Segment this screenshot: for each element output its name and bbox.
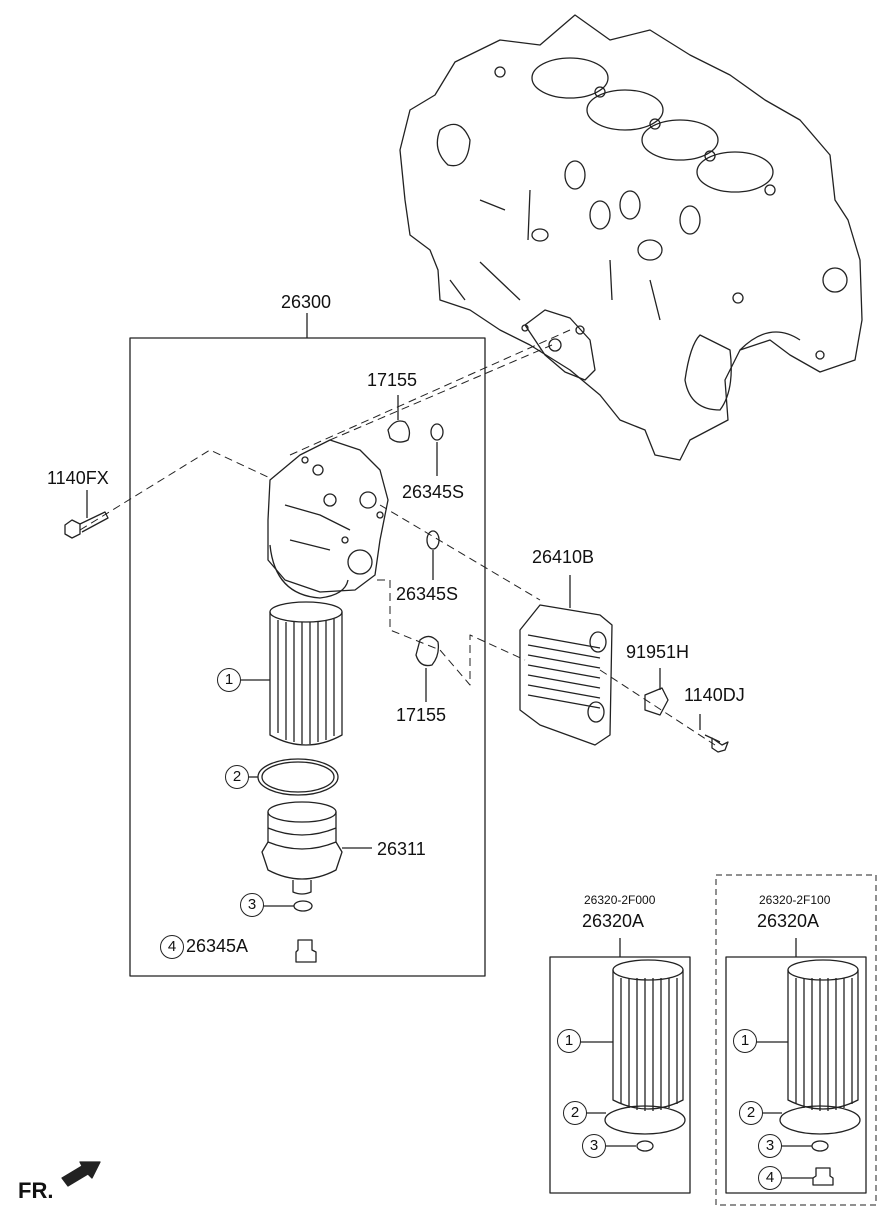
filter-oring (257, 758, 339, 796)
label-oring-top: 17155 (367, 370, 418, 390)
callout-1: 1 (217, 668, 241, 692)
kit1-filter (580, 959, 686, 1152)
kit2-code: 26320-2F100 (759, 893, 831, 907)
label-bolt-right: 1140DJ (684, 685, 745, 705)
label-cooler: 26410B (532, 547, 595, 567)
front-marker: FR. (18, 1178, 54, 1203)
label-bolt-left: 1140FX (47, 468, 109, 488)
engine-block (399, 14, 863, 461)
kit1-part: 26320A (582, 911, 645, 931)
label-cap: 26311 (377, 839, 426, 859)
bolt-left (64, 490, 109, 539)
kit2-callout-3: 3 (758, 1134, 782, 1158)
filter-cap (261, 801, 372, 895)
oil-filter (241, 601, 343, 746)
label-assembly: 26300 (281, 292, 332, 312)
kit1-callout-1: 1 (557, 1029, 581, 1053)
drain-plug (295, 939, 317, 963)
label-seal-top: 26345S (402, 482, 465, 502)
kit1-callout-2: 2 (563, 1101, 587, 1125)
label-oring-bottom: 17155 (396, 705, 447, 725)
callout-4: 4 (160, 935, 184, 959)
callout-2: 2 (225, 765, 249, 789)
kit1-callout-3: 3 (582, 1134, 606, 1158)
front-arrow-icon (61, 1161, 101, 1187)
label-plug: 26345A (186, 936, 249, 956)
label-bracket: 91951H (626, 642, 690, 662)
kit1-code: 26320-2F000 (584, 893, 656, 907)
callout-3: 3 (240, 893, 264, 917)
kit2-callout-2: 2 (739, 1101, 763, 1125)
oring-top (387, 420, 411, 443)
oil-cooler (519, 575, 613, 746)
kit2-callout-4: 4 (758, 1166, 782, 1190)
kit2-callout-1: 1 (733, 1029, 757, 1053)
kit2-part: 26320A (757, 911, 820, 931)
kit2-filter (756, 959, 861, 1186)
filter-housing (267, 439, 389, 599)
label-seal-mid: 26345S (396, 584, 459, 604)
